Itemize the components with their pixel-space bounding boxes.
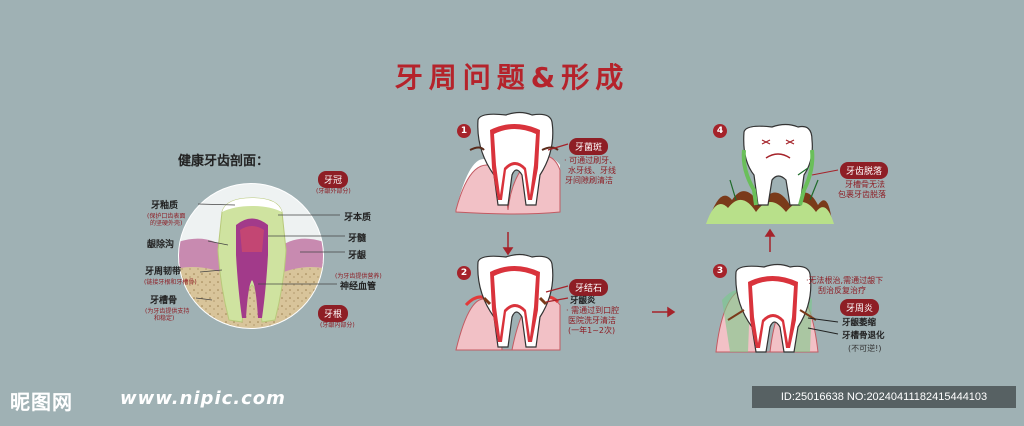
step1-desc-1: · 可通过刷牙、	[564, 156, 618, 165]
step1-desc-2: 水牙线、牙线	[568, 166, 616, 175]
label-gum: 牙龈	[348, 251, 367, 261]
image-id-bar: ID:25016638 NO:20240411182415444103	[752, 386, 1016, 408]
label-alveolar: 牙槽骨	[150, 296, 178, 306]
note-gum: (为牙齿提供营养)	[335, 273, 382, 280]
step3-illustration	[715, 263, 819, 353]
step3-arrows	[807, 317, 839, 335]
arrow-down-icon	[502, 247, 514, 256]
step3-sub1: 牙龈萎缩	[842, 318, 877, 328]
healthy-tooth-section	[178, 183, 324, 329]
step4-desc-2: 包裹牙齿脱落	[838, 190, 886, 199]
note-enamel-2: 的坚硬外壳)	[150, 220, 183, 227]
arrow-up-icon	[764, 228, 776, 237]
step3-note: (不可逆!)	[848, 344, 882, 353]
step3-number: 3	[713, 264, 727, 278]
step2-tag: 牙结石	[569, 279, 609, 296]
label-dentin: 牙本质	[344, 213, 372, 223]
note-enamel-1: (保护口齿表面	[147, 213, 186, 220]
step4-desc-1: 牙槽骨无法	[845, 180, 885, 189]
step4-arrows	[729, 167, 819, 201]
label-nerve: 神经血管	[340, 282, 377, 292]
step2-sub: 牙龈炎	[570, 296, 596, 306]
flow-arrows	[502, 228, 776, 318]
gum-right-shape	[276, 238, 323, 275]
step2-desc-3: (一年1~2次)	[568, 326, 616, 335]
step3-sub2: 牙槽骨退化	[842, 331, 885, 341]
site-logo: 昵图网	[10, 390, 73, 414]
step1-tag: 牙菌斑	[569, 138, 609, 155]
step2-desc-2: 医院洗牙清洁	[568, 316, 616, 325]
step1-desc-3: 牙间隙刷清洁	[565, 176, 613, 185]
step3-desc-2: 刮治反复治疗	[818, 286, 866, 295]
tag-root: 牙根	[318, 305, 349, 322]
step4-tag: 牙齿脱落	[840, 162, 889, 179]
step3-tag: 牙周炎	[840, 299, 880, 316]
note-alveolar-2: 和稳定)	[154, 315, 175, 322]
step2-number: 2	[457, 266, 471, 280]
label-sulcus: 龈除沟	[147, 240, 175, 250]
label-ligament: 牙周韧带	[145, 267, 182, 277]
note-crown: (牙龈外部分)	[316, 188, 351, 195]
step2-desc-1: · 需通过到口腔	[566, 306, 620, 315]
gum-left-shape	[179, 238, 228, 275]
step1-arrow	[547, 143, 569, 151]
step1-illustration	[455, 111, 561, 215]
label-pulp: 牙髓	[348, 234, 367, 244]
note-alveolar-1: (为牙齿提供支持	[145, 308, 190, 315]
step4-pointer	[811, 169, 839, 176]
enamel-shape	[222, 198, 282, 212]
note-root: (牙龈内部分)	[320, 322, 355, 329]
step1-number: 1	[457, 124, 471, 138]
healthy-leader-lines	[195, 203, 345, 301]
step2-arrows	[545, 285, 569, 303]
step3-desc-1: ·无法根治,需通过龈下	[806, 276, 884, 285]
site-url: www.nipic.com	[120, 388, 286, 409]
label-enamel: 牙釉质	[151, 201, 179, 211]
note-ligament: (链接牙根和牙槽骨)	[144, 279, 197, 286]
page-title: 牙周问题&形成	[394, 61, 630, 94]
arrow-right-icon	[667, 306, 676, 318]
step4-number: 4	[713, 124, 727, 138]
step2-illustration	[455, 253, 561, 351]
healthy-heading: 健康牙齿剖面：	[178, 154, 270, 169]
step4-illustration	[706, 123, 834, 224]
tag-crown: 牙冠	[318, 171, 349, 188]
